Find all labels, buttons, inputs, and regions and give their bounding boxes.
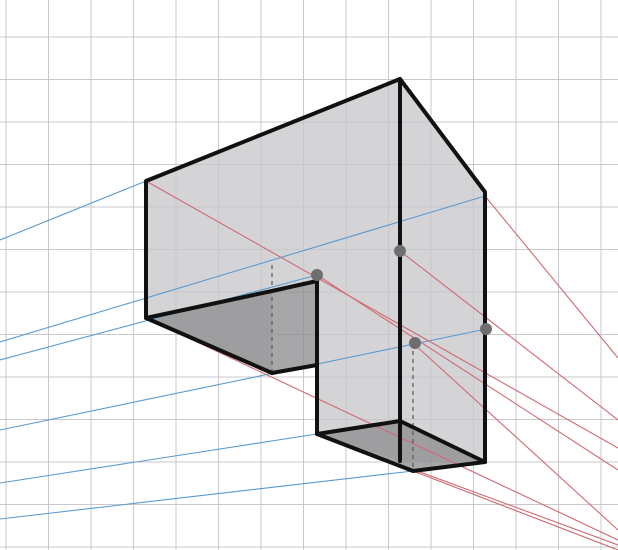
red-guide-line (484, 195, 618, 359)
red-guide-line (316, 274, 618, 471)
left-face-upper (146, 79, 400, 461)
hidden-edges (271, 265, 414, 471)
block-faces (146, 79, 485, 471)
red-vanishing-guides (145, 180, 618, 550)
blue-guide-line (0, 180, 147, 241)
blue-guide-line (0, 195, 486, 343)
red-guide-line (145, 317, 618, 541)
red-guide-line (399, 250, 618, 421)
notch-front-edge (270, 363, 319, 375)
blue-guide-line (0, 433, 318, 484)
red-guide-line (412, 342, 618, 531)
point-front-edge-upper (394, 245, 406, 257)
blue-guide-line (0, 328, 487, 431)
construction-points (311, 245, 492, 349)
point-hidden-corner (409, 337, 421, 349)
blue-guide-line (0, 274, 318, 361)
block-edges (144, 77, 487, 473)
blue-vanishing-guides (0, 180, 487, 520)
floor-edge-back (315, 419, 402, 436)
notch-bottom-edge (144, 316, 274, 375)
red-guide-line (412, 470, 618, 550)
blue-guide-line (0, 470, 414, 520)
point-right-edge (480, 323, 492, 335)
red-guide-line (145, 180, 618, 449)
top-left-edge (144, 77, 487, 473)
notch-floor (146, 281, 317, 373)
point-notch-corner (311, 269, 323, 281)
floor-edge-right (398, 419, 487, 464)
right-face (400, 79, 485, 462)
